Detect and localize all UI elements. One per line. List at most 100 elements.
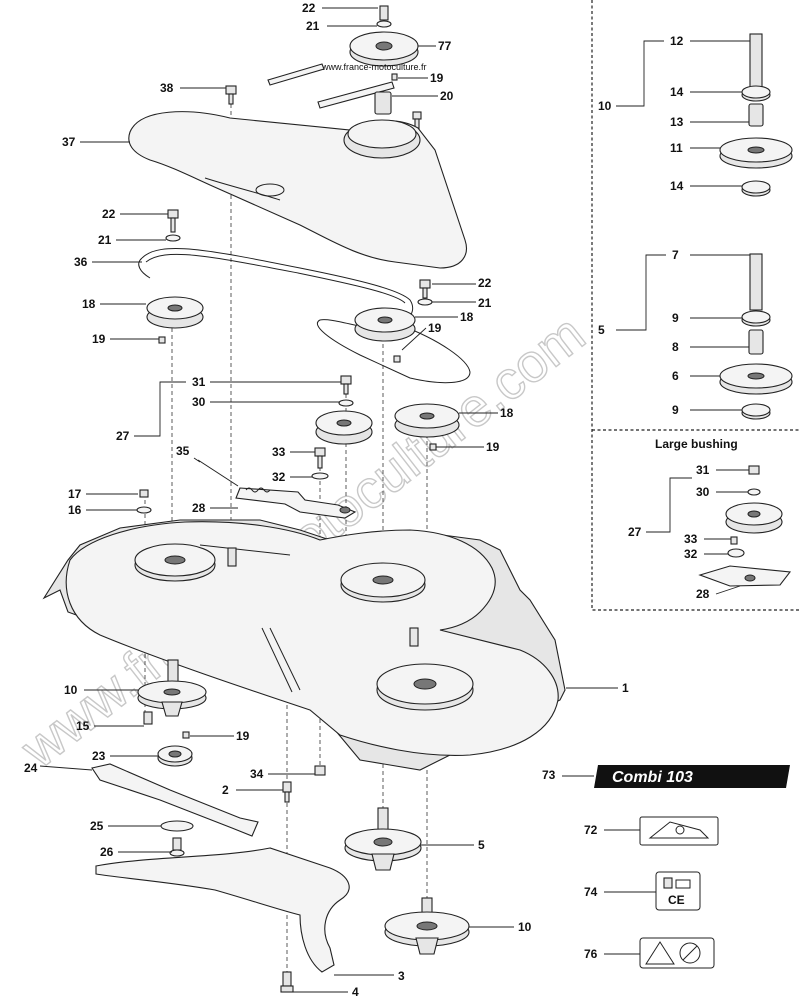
leader-line — [715, 585, 741, 595]
key-19-lower — [182, 731, 190, 739]
callout-labels: 2221771920383722213618192221181931302718… — [24, 1, 710, 999]
belt-cover-37 — [128, 111, 467, 269]
bracket-28 — [197, 447, 357, 519]
callout-74: 74 — [584, 885, 598, 899]
callout-16: 16 — [68, 503, 82, 517]
callout-10: 10 — [64, 683, 78, 697]
callout-31: 31 — [696, 463, 710, 477]
pulley-77 — [349, 5, 419, 67]
nut-17-washer-16 — [136, 489, 152, 514]
watermark-url: www.france-motoculture.fr — [321, 62, 427, 72]
callout-5: 5 — [598, 323, 605, 337]
callout-17: 17 — [68, 487, 82, 501]
decal-76 — [639, 937, 715, 969]
callout-10: 10 — [518, 920, 532, 934]
callout-22: 22 — [302, 1, 316, 15]
callout-14: 14 — [670, 85, 684, 99]
brand-plate-text: Combi 103 — [612, 769, 693, 786]
spacer-20 — [374, 91, 392, 115]
leader-line — [134, 381, 186, 437]
callout-76: 76 — [584, 947, 598, 961]
callout-4: 4 — [352, 985, 359, 999]
callout-1: 1 — [622, 681, 629, 695]
spindle-housing-10-left — [137, 659, 207, 725]
inset-assembly-10 — [719, 33, 793, 197]
leader-line — [646, 477, 692, 533]
callout-3: 3 — [398, 969, 405, 983]
callout-18: 18 — [460, 310, 474, 324]
callout-73: 73 — [542, 768, 556, 782]
callout-38: 38 — [160, 81, 174, 95]
decal-72 — [639, 816, 719, 846]
callout-77: 77 — [438, 39, 452, 53]
callout-26: 26 — [100, 845, 114, 859]
callout-32: 32 — [684, 547, 698, 561]
bracket-3 — [95, 847, 350, 973]
callout-30: 30 — [192, 395, 206, 409]
callout-27: 27 — [628, 525, 642, 539]
callout-72: 72 — [584, 823, 598, 837]
callout-18: 18 — [500, 406, 514, 420]
callout-28: 28 — [192, 501, 206, 515]
pulley-18-right — [394, 403, 460, 451]
washer-25 — [160, 820, 194, 832]
callout-21: 21 — [98, 233, 112, 247]
bolt-38 — [225, 85, 237, 105]
bearing-23 — [157, 745, 193, 767]
callout-19: 19 — [428, 321, 442, 335]
callout-24: 24 — [24, 761, 38, 775]
callout-32: 32 — [272, 470, 286, 484]
bolt-4 — [280, 971, 294, 993]
callout-12: 12 — [670, 34, 684, 48]
leader-line — [193, 457, 201, 463]
callout-37: 37 — [62, 135, 76, 149]
callout-15: 15 — [76, 719, 90, 733]
callout-19: 19 — [92, 332, 106, 346]
belt-36 — [138, 248, 471, 384]
belt-segment-top — [267, 63, 395, 109]
callout-6: 6 — [672, 369, 679, 383]
callout-8: 8 — [672, 340, 679, 354]
callout-22: 22 — [478, 276, 492, 290]
callout-28: 28 — [696, 587, 710, 601]
callout-5: 5 — [478, 838, 485, 852]
callout-20: 20 — [440, 89, 454, 103]
callout-34: 34 — [250, 767, 264, 781]
callout-9: 9 — [672, 403, 679, 417]
callout-19: 19 — [486, 440, 500, 454]
callout-7: 7 — [672, 248, 679, 262]
leader-line — [39, 765, 93, 771]
callout-36: 36 — [74, 255, 88, 269]
callout-25: 25 — [90, 819, 104, 833]
brand-plate: Combi 103 — [594, 765, 790, 788]
callout-21: 21 — [306, 19, 320, 33]
callout-2: 2 — [222, 783, 229, 797]
callout-19: 19 — [430, 71, 444, 85]
pulley-27 — [315, 375, 373, 445]
leader-line — [616, 254, 666, 331]
nut-34 — [314, 765, 326, 776]
blade-24 — [91, 763, 259, 837]
ce-mark: CE — [668, 893, 685, 907]
callout-22: 22 — [102, 207, 116, 221]
mower-deck-1 — [42, 519, 566, 771]
leader-lines — [39, 7, 750, 993]
callout-21: 21 — [478, 296, 492, 310]
callout-11: 11 — [670, 141, 683, 155]
pulley-18-left — [146, 209, 204, 344]
bolt-26 — [169, 837, 185, 857]
leader-line — [616, 40, 664, 107]
callout-13: 13 — [670, 115, 684, 129]
callout-33: 33 — [272, 445, 286, 459]
callout-33: 33 — [684, 532, 698, 546]
callout-10: 10 — [598, 99, 612, 113]
callout-27: 27 — [116, 429, 130, 443]
callout-31: 31 — [192, 375, 206, 389]
inset-large-bushing — [698, 465, 792, 587]
callout-14: 14 — [670, 179, 684, 193]
spindle-5 — [344, 807, 422, 871]
leader-line — [401, 327, 427, 351]
callout-9: 9 — [672, 311, 679, 325]
decal-74: CE — [655, 871, 701, 911]
